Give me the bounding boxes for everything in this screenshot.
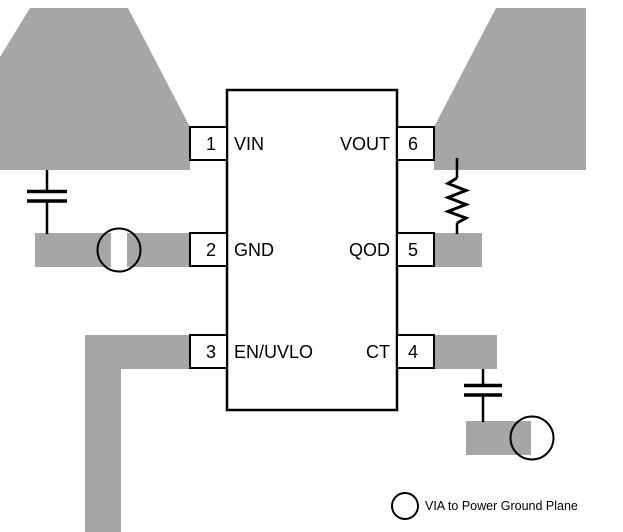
pin-number-2: 2 [206,240,216,260]
pin-pad-3 [189,334,228,369]
pin-pad-5 [396,232,435,267]
pin-label-en-uvlo: EN/UVLO [234,342,313,362]
ct-ground-pad [466,421,531,455]
pin-label-gnd: GND [234,240,274,260]
pin-pad-6 [396,126,435,161]
ct-capacitor-icon [464,369,502,422]
pin-number-1: 1 [206,134,216,154]
gnd-trace-left-segment [35,233,111,267]
pin-pad-4 [396,334,435,369]
input-capacitor-icon [27,170,67,234]
en-uvlo-trace [85,335,190,532]
pin-number-5: 5 [408,240,418,260]
ct-via-icon [509,415,555,461]
pin-number-4: 4 [408,342,418,362]
pin-label-qod: QOD [349,240,390,260]
pin-pad-2 [189,232,228,267]
legend-label: VIA to Power Ground Plane [425,499,578,513]
vout-copper-plane [434,8,586,170]
pin-number-3: 3 [206,342,216,362]
legend-via-icon [391,492,419,520]
qod-trace [432,233,482,267]
output-resistor-icon [443,158,471,234]
ct-trace [432,335,497,369]
pin-label-vout: VOUT [340,134,390,154]
pin-label-vin: VIN [234,134,264,154]
ic-body [225,88,399,412]
pin-pad-1 [189,126,228,161]
gnd-via-icon [96,227,142,273]
pin-number-6: 6 [408,134,418,154]
vin-copper-plane [0,8,190,170]
pin-label-ct: CT [366,342,390,362]
